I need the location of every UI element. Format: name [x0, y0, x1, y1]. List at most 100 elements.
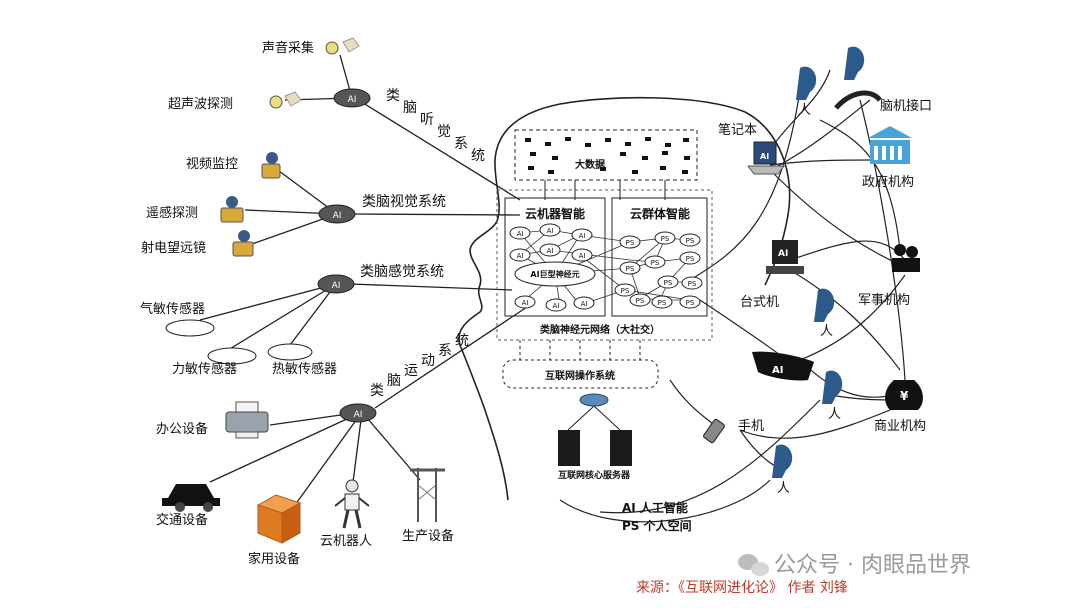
ps-node-label: PS [686, 237, 695, 245]
home-appliance-icon [256, 494, 302, 544]
desktop-screen-label: AI [778, 249, 788, 259]
head-outline [458, 96, 791, 501]
server-icon [558, 393, 632, 466]
ps-node-label: PS [686, 299, 695, 307]
ps-node-label: PS [626, 265, 635, 273]
legend-ai: AI 人工智能 [622, 500, 688, 515]
ps-node-label: PS [651, 259, 660, 267]
motion-char: 动 [421, 353, 435, 369]
glasses-label: AI [772, 365, 783, 376]
ai-node-label: AI [522, 299, 529, 307]
motion-system-label: 类 脑 运 动 系 统 [370, 333, 469, 399]
ai-node-label: AI [579, 252, 586, 260]
laptop-label: 笔记本 [718, 122, 757, 138]
force-sensor-shape [207, 347, 257, 365]
motion-char: 脑 [387, 373, 401, 389]
cloud-group-label: 云群体智能 [630, 206, 690, 221]
ps-node-label: PS [621, 287, 630, 295]
hub-sense-label: AI [332, 281, 341, 291]
ps-node-label: PS [626, 239, 635, 247]
car-icon [162, 484, 220, 512]
money-bag-icon [885, 380, 923, 410]
money-symbol: ¥ [900, 389, 909, 403]
sense-system-label: 类脑感觉系统 [360, 263, 444, 280]
ps-node-label: PS [688, 280, 697, 288]
hub-hearing-label: AI [348, 95, 357, 105]
ai-node-label: AI [579, 232, 586, 240]
motion-char: 系 [438, 343, 452, 359]
big-data-box [514, 129, 698, 181]
ai-node-label: AI [517, 252, 524, 260]
os-box [502, 359, 659, 389]
gas-sensor-label: 气敏传感器 [140, 301, 205, 317]
ai-node-label: AI [581, 300, 588, 308]
os-connectors [519, 340, 641, 360]
person-label-3: 人 [828, 407, 841, 422]
remote-sensing-label: 遥感探测 [146, 205, 198, 221]
microphone-icon [325, 37, 360, 55]
military-icon [892, 244, 920, 272]
ps-node-label: PS [664, 279, 673, 287]
hearing-system-label: 类 脑 听 觉 系 统 [386, 88, 485, 164]
oil-pump-icon [410, 468, 445, 522]
ai-node-label: AI [517, 230, 524, 238]
home-label: 家用设备 [248, 551, 300, 567]
hub-motion-label: AI [354, 410, 363, 420]
gas-sensor-shape [165, 319, 215, 337]
desktop-icon [766, 240, 804, 274]
heat-sensor-label: 热敏传感器 [272, 361, 337, 377]
bci-icon [834, 90, 882, 110]
motion-char: 类 [370, 383, 384, 399]
business-label: 商业机构 [874, 419, 926, 434]
ai-node-label: AI [547, 247, 554, 255]
vision-system-label: 类脑视觉系统 [362, 194, 446, 210]
big-data-dots [525, 137, 690, 174]
hub-vision-label: AI [333, 211, 342, 221]
robot-icon [334, 479, 370, 529]
person-label: 人 [798, 103, 811, 118]
hearing-char: 觉 [437, 124, 451, 140]
ai-nodes: AI AI AI AI AI AI AI AI AI [509, 223, 595, 312]
cloud-machine-label: 云机器智能 [525, 206, 585, 221]
hearing-char: 脑 [403, 100, 417, 116]
motion-char: 统 [455, 333, 469, 349]
ai-giant-neuron [514, 261, 596, 287]
hearing-char: 系 [454, 136, 468, 152]
hearing-char: 听 [420, 112, 434, 128]
printer-icon [225, 401, 269, 439]
ai-node-label: AI [553, 302, 560, 310]
vr-glasses-icon [752, 351, 814, 381]
video-label: 视频监控 [186, 157, 238, 172]
ps-nodes: PS PS PS PS PS PS PS PS PS PS PS PS [614, 231, 703, 309]
office-label: 办公设备 [156, 421, 208, 437]
ps-node-label: PS [636, 297, 645, 305]
ai-node-label: AI [547, 227, 554, 235]
source-credit: 来源：《互联网进化论》 作者 刘锋 [636, 580, 848, 596]
phone-label: 手机 [738, 419, 764, 434]
heat-sensor-shape [267, 343, 313, 361]
server-label: 互联网核心服务器 [558, 469, 631, 481]
right-links [559, 69, 906, 523]
ps-node-label: PS [658, 299, 667, 307]
remote-sensing-icon [220, 196, 244, 223]
radio-telescope-label: 射电望远镜 [141, 240, 206, 256]
hearing-char: 统 [471, 148, 485, 164]
ai-giant-neuron-label: AI巨型神经元 [530, 269, 579, 279]
laptop-icon [747, 141, 785, 175]
cloud-group-box [611, 197, 708, 317]
motion-char: 运 [404, 363, 418, 379]
network-box [496, 189, 713, 341]
ps-node-label: PS [661, 235, 670, 243]
sound-label: 声音采集 [262, 40, 314, 56]
robot-label: 云机器人 [320, 534, 372, 549]
traffic-label: 交通设备 [156, 512, 208, 528]
gov-label: 政府机构 [862, 175, 914, 190]
ultrasound-label: 超声波探测 [168, 97, 233, 112]
camera-icon [261, 152, 281, 179]
government-icon [868, 126, 912, 164]
wechat-icon [738, 554, 769, 576]
network-label: 类脑神经元网络（大社交） [540, 323, 660, 336]
watermark: 公众号 · 肉眼品世界 [774, 553, 971, 578]
military-label: 军事机构 [858, 293, 910, 308]
